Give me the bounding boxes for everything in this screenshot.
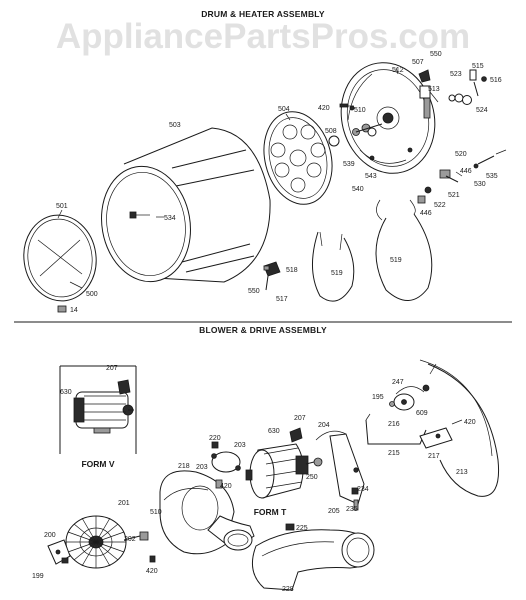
part-label: 235 (346, 506, 358, 513)
part-label: 534 (164, 215, 176, 222)
drum-glide-clip (263, 261, 281, 291)
part-label: 215 (388, 450, 400, 457)
part-labels: 501 500 14 503 534 504 420 508 510 539 5… (32, 51, 502, 593)
drive-belt-small (311, 231, 355, 302)
exhaust-duct (251, 523, 375, 591)
part-label: 204 (318, 422, 330, 429)
part-label: 201 (118, 500, 130, 507)
part-label: 200 (44, 532, 56, 539)
drive-belt-large (375, 199, 433, 301)
idler-bracket (315, 430, 365, 511)
part-label: 218 (178, 463, 190, 470)
part-label: 207 (294, 415, 306, 422)
part-label: 515 (472, 63, 484, 70)
part-label: 203 (234, 442, 246, 449)
blower-drive-title: BLOWER & DRIVE ASSEMBLY (199, 325, 327, 335)
part-label: 520 (455, 151, 467, 158)
part-label: 524 (476, 107, 488, 114)
part-label: 501 (56, 203, 68, 210)
part-label: 521 (448, 192, 460, 199)
part-label: 420 (318, 105, 330, 112)
blower-belt (419, 359, 500, 497)
blower-wheel (65, 515, 127, 569)
part-label: 516 (490, 77, 502, 84)
part-label: 14 (70, 307, 78, 314)
part-label: 217 (428, 453, 440, 460)
bearing-shaft-assembly (328, 103, 383, 147)
leader-512 (395, 67, 399, 75)
part-label: 630 (60, 389, 72, 396)
part-label: 420 (220, 483, 232, 490)
drum-heater-title: DRUM & HEATER ASSEMBLY (201, 9, 325, 19)
leader-501 (57, 209, 63, 219)
part-label: 523 (450, 71, 462, 78)
part-label: 213 (456, 469, 468, 476)
part-label: 195 (372, 394, 384, 401)
part-label: 550 (248, 288, 260, 295)
motor-mount-clamps (211, 441, 241, 489)
part-label: 234 (357, 486, 369, 493)
part-label: 250 (306, 474, 318, 481)
idler-pulley-parts (418, 69, 487, 105)
front-drum-seal-ring (23, 214, 97, 302)
part-label: 539 (343, 161, 355, 168)
part-label: 507 (412, 59, 424, 66)
part-label: 202 (124, 536, 136, 543)
part-label: 228 (282, 586, 294, 593)
part-label: 522 (434, 202, 446, 209)
part-label: 207 (106, 365, 118, 372)
belt-guide-bracket (419, 419, 463, 449)
leader-504 (285, 113, 291, 121)
form-t-label: FORM T (254, 507, 287, 517)
part-label: 205 (328, 508, 340, 515)
blower-housing (159, 470, 255, 555)
part-label: 446 (420, 210, 432, 217)
idler-arm (365, 384, 430, 445)
drum-rear-head (263, 111, 333, 205)
part-label: 512 (392, 67, 404, 74)
form-v-inset (59, 365, 137, 454)
part-label: 203 (196, 464, 208, 471)
part-label: 446 (460, 168, 472, 175)
part-label: 216 (388, 421, 400, 428)
part-label: 630 (268, 428, 280, 435)
part-label: 519 (331, 270, 343, 277)
part-label: 420 (464, 419, 476, 426)
part-label: 504 (278, 106, 290, 113)
drum-roller-hardware (417, 149, 507, 204)
part-label: 420 (146, 568, 158, 575)
part-label: 517 (276, 296, 288, 303)
part-label: 510 (150, 509, 162, 516)
part-label: 247 (392, 379, 404, 386)
part-label: 535 (486, 173, 498, 180)
form-v-label: FORM V (81, 459, 114, 469)
drum (101, 127, 271, 283)
watermark: AppliancePartsPros.com (56, 17, 470, 56)
blower-wheel-clamp (47, 531, 156, 565)
part-label: 550 (430, 51, 442, 58)
part-label: 609 (416, 410, 428, 417)
part-label: 220 (209, 435, 221, 442)
part-label: 510 (354, 107, 366, 114)
part-label: 513 (428, 86, 440, 93)
leader-500 (69, 281, 83, 289)
part-label: 543 (365, 173, 377, 180)
part-label: 519 (390, 257, 402, 264)
part-label: 225 (296, 525, 308, 532)
part-label: 500 (86, 291, 98, 298)
part-label: 530 (474, 181, 486, 188)
part-label: 508 (325, 128, 337, 135)
part-label: 199 (32, 573, 44, 580)
part-label: 503 (169, 122, 181, 129)
part-label: 518 (286, 267, 298, 274)
felt-seal-clip (57, 305, 67, 313)
part-label: 540 (352, 186, 364, 193)
heater-backplate (340, 62, 436, 174)
drive-motor (245, 427, 323, 499)
